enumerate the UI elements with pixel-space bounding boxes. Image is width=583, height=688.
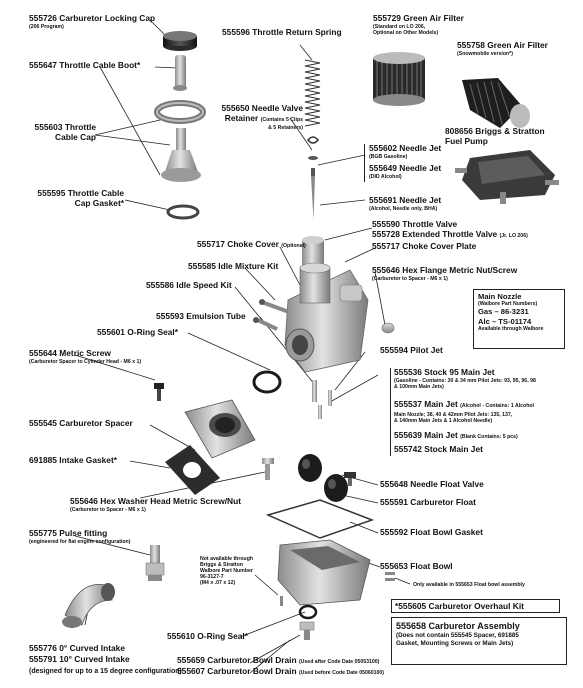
bowl-screws-part [280, 572, 395, 606]
label-locking-cap: 555726 Carburetor Locking Cap (206 Progr… [29, 13, 156, 30]
carb-float-part [298, 454, 348, 502]
float-bowl-part [277, 539, 371, 606]
idle-screws-part [253, 299, 289, 331]
label-bowl-drain-1: 555659 Carburetor Bowl Drain (Used after… [177, 655, 380, 665]
label-hex-washer-screw: 555646 Hex Washer Head Metric Screw/Nut … [70, 496, 241, 513]
oring-seal-part [252, 370, 282, 394]
overhaul-kit-box: *555605 Carburetor Overhaul Kit [391, 599, 560, 613]
leader-lines [74, 19, 411, 674]
oring-seal-2-part [298, 604, 318, 620]
label-throttle-cable-boot: 555647 Throttle Cable Boot* [29, 60, 141, 70]
hex-washer-screw-part [262, 458, 274, 480]
snowmobile-air-filter-part [462, 78, 530, 128]
metric-screw-part [154, 383, 164, 401]
label-hex-flange-nut: 555646 Hex Flange Metric Nut/Screw (Carb… [372, 265, 518, 282]
label-needle-jet-bha: 555691 Needle Jet (Alcohol, Needle only,… [369, 195, 442, 212]
label-emulsion-tube: 555593 Emulsion Tube [156, 311, 246, 321]
curved-intake-part [62, 583, 115, 628]
label-float-bowl: 555653 Float Bowl [380, 561, 453, 571]
needle-clip-part [307, 136, 319, 144]
bowl-screw-note: Not available through Briggs & Stratton … [200, 556, 254, 586]
label-carburetor-spacer: 555545 Carburetor Spacer [29, 418, 133, 428]
float-valve-part [344, 472, 356, 486]
bowl-drain-part [299, 621, 315, 640]
needle-retainer-part [308, 156, 318, 160]
label-choke-cover: 555717 Choke Cover (Optional) [197, 239, 306, 249]
cap-gasket-part [166, 204, 200, 220]
label-carburetor-float: 555591 Carburetor Float [380, 497, 476, 507]
cable-cap-ring-part [154, 100, 206, 124]
main-nozzle-alc: Alc – TS-01174 [478, 316, 532, 326]
label-needle-jet-bgb: 555602 Needle Jet (BGB Gasoline) [369, 143, 442, 160]
main-nozzle-note: Available through Walbore [478, 326, 544, 333]
label-fuel-pump: 808656 Briggs & Stratton Fuel Pump [445, 126, 545, 146]
hex-nut-part [381, 322, 395, 334]
label-throttle-cable-gasket: 555595 Throttle Cable Cap Gasket* [37, 188, 124, 208]
needle-part [311, 168, 315, 220]
label-throttle-cable-cap: 555603 Throttle Cable Cap [34, 122, 96, 142]
curved-intake-note: (designed for up to a 15 degree configur… [29, 668, 182, 675]
green-air-filter-part [373, 52, 425, 106]
pulse-fitting-part [145, 545, 165, 581]
label-idle-mixture-kit: 555585 Idle Mixture Kit [188, 261, 279, 271]
label-curved-intake-0: 555776 0° Curved Intake [29, 643, 125, 653]
label-pulse-fitting: 555775 Pulse fitting (engineered for fla… [29, 528, 131, 545]
locking-cap-part [163, 31, 197, 51]
assembly-line-2: Gasket, Mounting Screws or Main Jets) [396, 640, 514, 648]
label-oring-seal: 555601 O-Ring Seal* [97, 327, 178, 337]
float-bowl-gasket-part [265, 499, 375, 539]
assembly-line-1: (Does not contain 555545 Spacer, 691885 [396, 632, 519, 639]
carburetor-assembly-box: 555658 Carburetor Assembly (Does not con… [391, 617, 567, 665]
label-float-bowl-gasket: 555592 Float Bowl Gasket [380, 527, 483, 537]
label-bowl-drain-2: 555607 Carburetor Bowl Drain (Used befor… [177, 666, 385, 676]
label-main-jet-blank: 555639 Main Jet (Blank Contains: 5 pcs) [394, 430, 518, 440]
label-extended-throttle-valve: 555728 Extended Throttle Valve (Jr. LO 2… [372, 229, 528, 239]
label-snowmobile-air-filter: 555758 Green Air Filter (Snowmobile vers… [457, 40, 548, 57]
main-jet-bracket [390, 368, 391, 456]
carburetor-spacer-part [184, 399, 256, 459]
main-nozzle-subtitle: (Walbore Part Numbers) [478, 301, 538, 307]
label-idle-speed-kit: 555586 Idle Speed Kit [146, 280, 232, 290]
main-nozzle-title: Main Nozzle [478, 292, 522, 301]
label-needle-valve-retainer: 555650 Needle Valve Retainer (Contains 5… [221, 103, 304, 132]
label-stock-95-main-jet: 555536 Stock 95 Main Jet (Gasoline - Con… [394, 367, 536, 390]
return-spring-part [304, 59, 321, 127]
jets-part [312, 380, 332, 419]
label-green-air-filter: 555729 Green Air Filter (Standard on LO … [373, 13, 464, 36]
intake-gasket-part [165, 445, 220, 495]
label-throttle-valve: 555590 Throttle Valve [372, 219, 458, 229]
label-choke-cover-plate: 555717 Choke Cover Plate [372, 241, 477, 251]
label-pilot-jet: 555594 Pilot Jet [380, 345, 443, 355]
label-throttle-return-spring: 555596 Throttle Return Spring [222, 27, 342, 37]
label-needle-jet-did: 555649 Needle Jet (DID Alcohol) [369, 163, 442, 180]
label-stock-main-jet: 555742 Stock Main Jet [394, 444, 483, 454]
cable-boot-part [173, 55, 187, 91]
label-needle-float-valve: 555648 Needle Float Valve [380, 479, 484, 489]
cable-cap-body-part [161, 128, 201, 182]
carburetor-body-part [284, 262, 369, 373]
fuel-pump-part [455, 150, 559, 204]
label-metric-screw: 555644 Metric Screw (Carburetor Spacer t… [29, 348, 142, 365]
main-nozzle-box: Main Nozzle (Walbore Part Numbers) Gas –… [473, 289, 565, 349]
main-nozzle-gas: Gas – 86-3231 [478, 307, 529, 317]
assembly-title: 555658 Carburetor Assembly [396, 621, 520, 631]
label-oring-seal-2: 555610 O-Ring Seal* [167, 631, 248, 641]
float-bowl-assembly-note: Only available in 555653 Float bowl asse… [413, 582, 525, 588]
label-intake-gasket: 691885 Intake Gasket* [29, 455, 117, 465]
label-main-jet-alcohol: 555537 Main Jet (Alcohol - Contains: 1 A… [394, 399, 534, 424]
needle-jet-bracket [364, 144, 365, 182]
label-curved-intake-10: 555791 10° Curved Intake [29, 654, 130, 664]
